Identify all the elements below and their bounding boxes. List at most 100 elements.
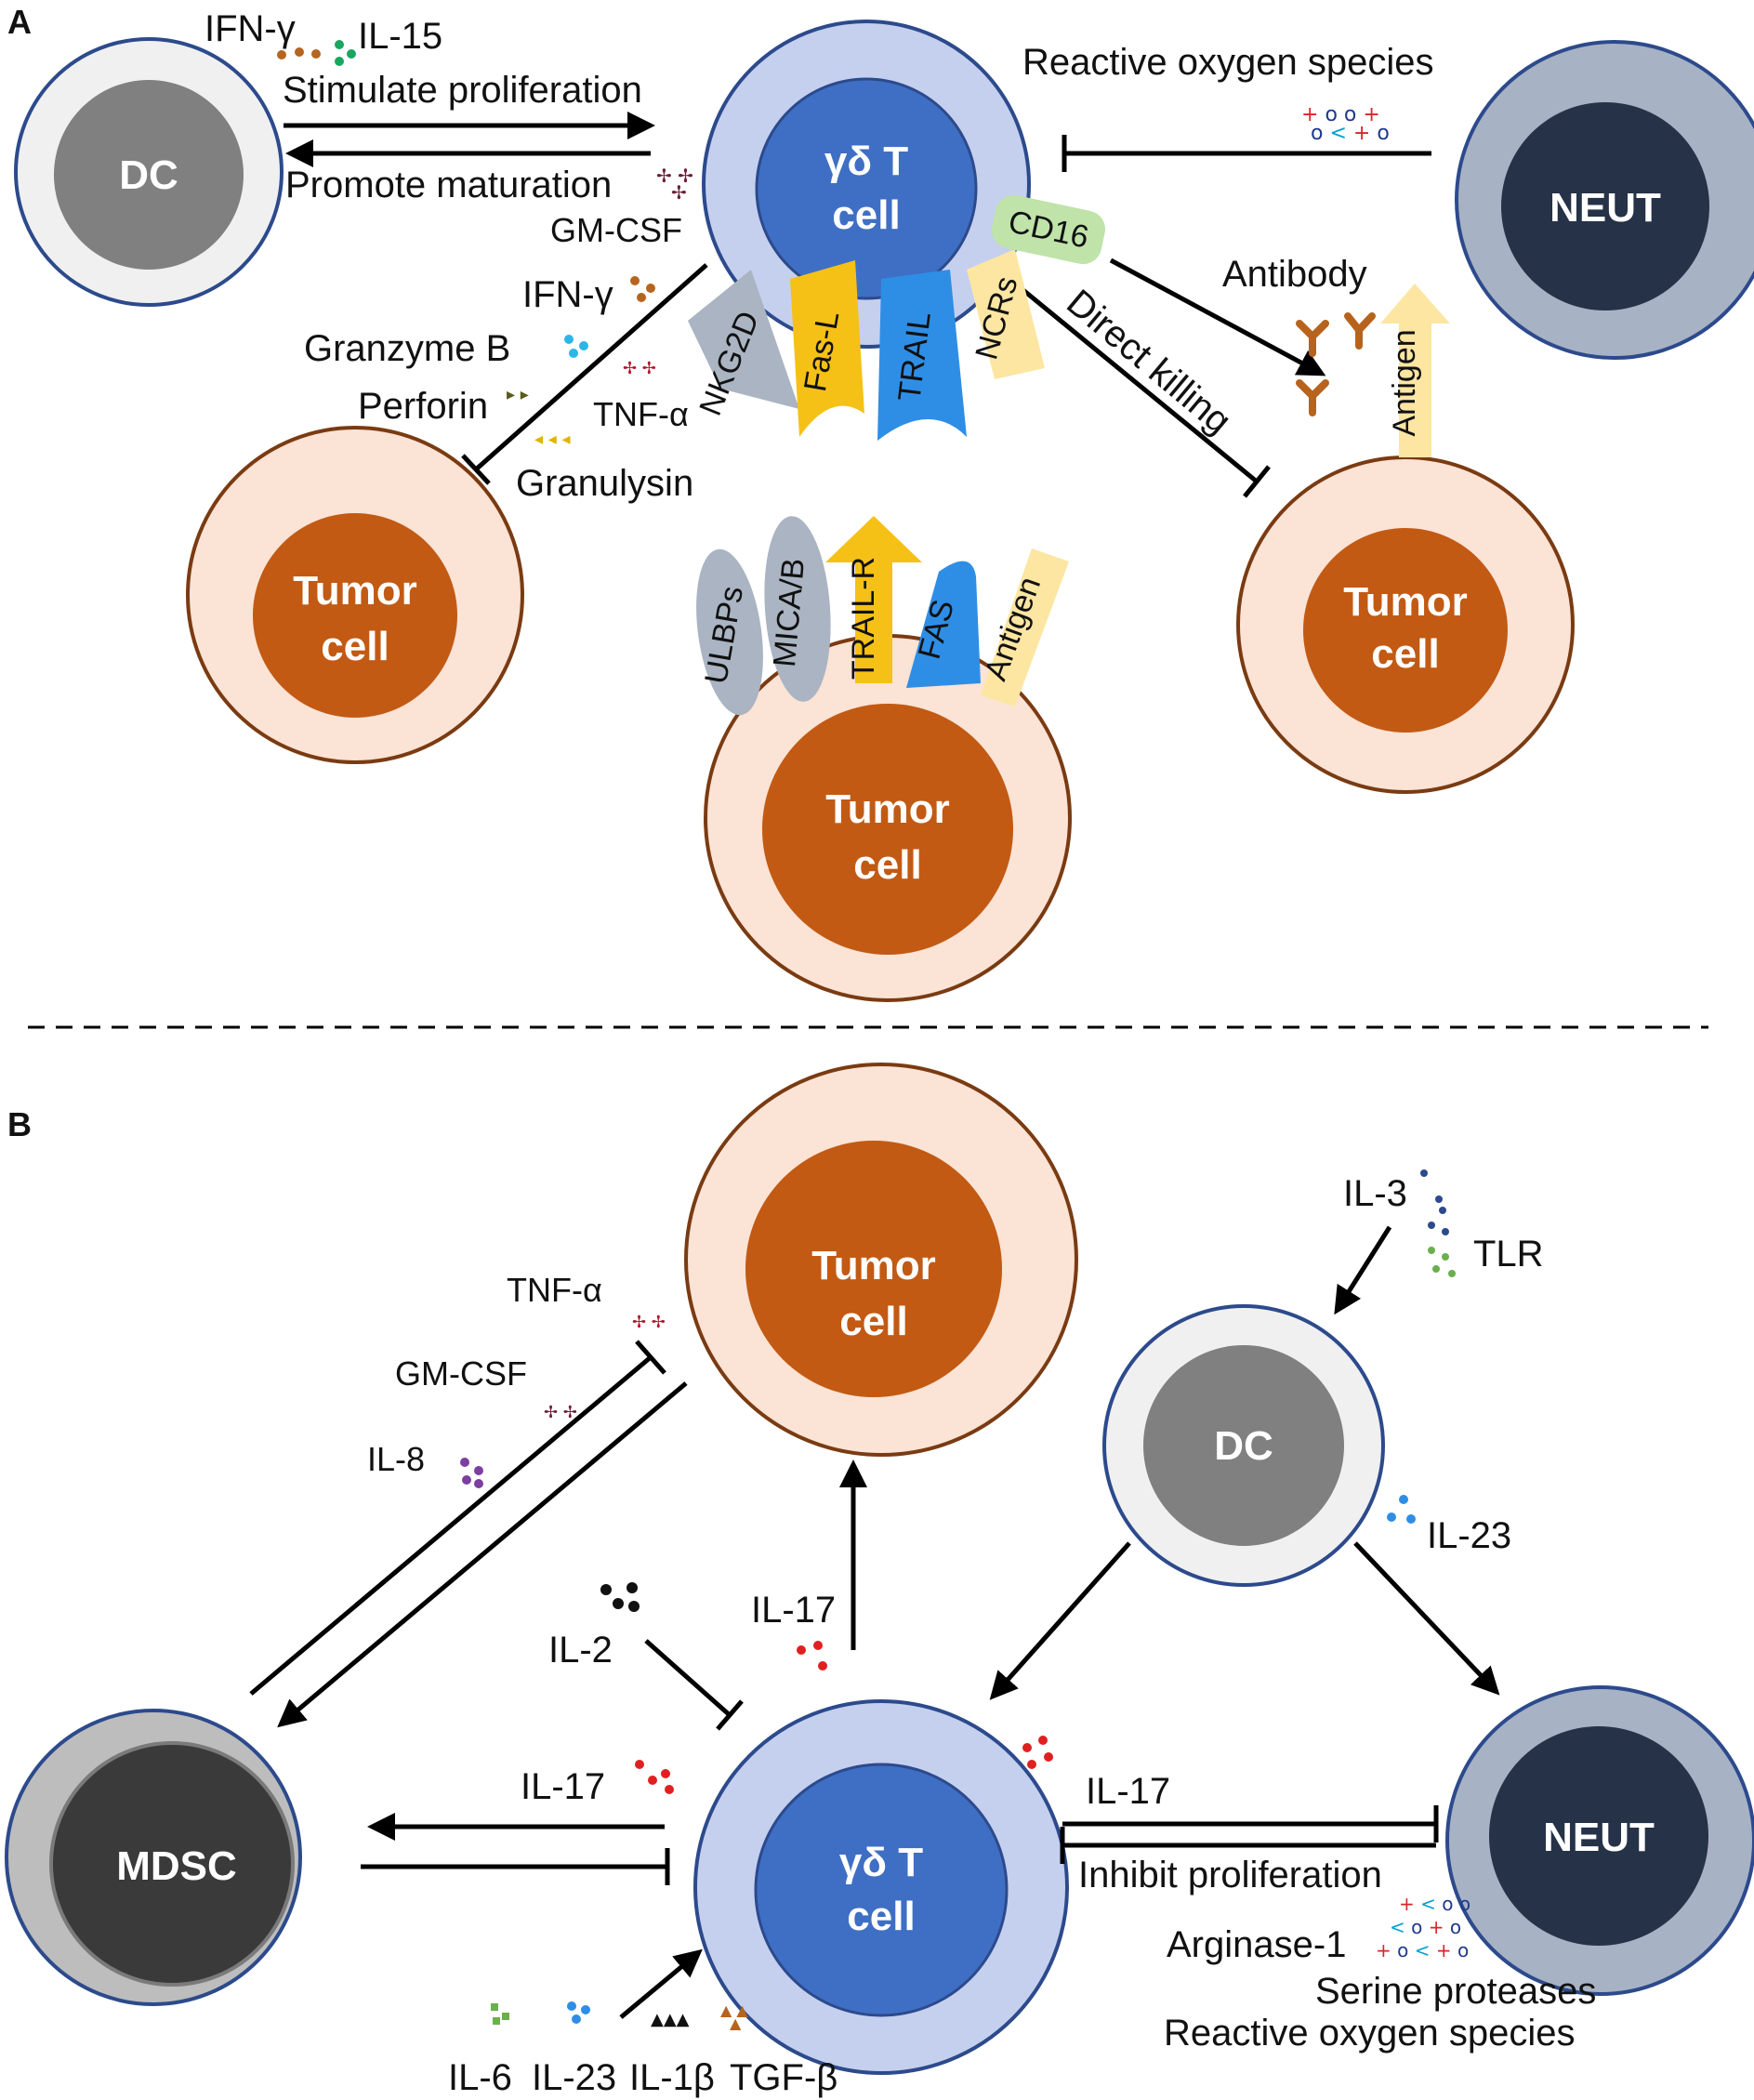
il17-up-label: IL-17 xyxy=(751,1590,836,1631)
tumor-mdsc-dots: ✢ ✢ ✢ ✢ xyxy=(460,1313,666,1488)
neut-cell-b: NEUT xyxy=(1445,1685,1754,1996)
il2-label: IL-2 xyxy=(548,1630,613,1671)
tlr-dc-arrow xyxy=(1334,1225,1392,1315)
tumor-cell-right-a: Tumor cell xyxy=(1236,456,1575,794)
direct-killing-bar xyxy=(1243,465,1271,498)
svg-text:✢ ✢: ✢ ✢ xyxy=(544,1403,577,1422)
tnf-label-a: TNF-α xyxy=(593,395,689,433)
cytotoxic-inhibit-bar xyxy=(461,454,491,485)
granzyme-label: Granzyme B xyxy=(304,328,510,369)
dc-label-b: DC xyxy=(1214,1423,1273,1469)
il17-up-dots xyxy=(797,1641,827,1671)
tumor-b-line2: cell xyxy=(839,1299,907,1344)
dc-gd-arrow xyxy=(989,1541,1131,1700)
direct-killing-label: Direct killing xyxy=(1059,282,1238,442)
il23-dc-label: IL-23 xyxy=(1427,1515,1511,1556)
tnf-label-b: TNF-α xyxy=(507,1271,602,1309)
svg-text:▲: ▲ xyxy=(730,2014,742,2032)
svg-text:+ o o +: + o o + xyxy=(1301,103,1380,126)
svg-text:< o + o: < o + o xyxy=(1390,1916,1461,1938)
svg-text:o < + o: o < + o xyxy=(1311,122,1390,145)
svg-text:+ o < + o: + o < + o xyxy=(1376,1939,1469,1961)
svg-text:▲▲▲: ▲▲▲ xyxy=(651,2010,690,2029)
tlr-label: TLR xyxy=(1473,1234,1544,1275)
mdsc-label: MDSC xyxy=(116,1843,237,1889)
svg-text:▲ ▲: ▲ ▲ xyxy=(720,2001,748,2019)
il2-inhibit-bar xyxy=(716,1699,744,1731)
inhibit-proliferation-label: Inhibit proliferation xyxy=(1078,1855,1382,1895)
ifn-gamma-top-label: IFN-γ xyxy=(204,8,296,49)
perforin-label: Perforin xyxy=(358,386,488,427)
cd16-antibody-arrow xyxy=(1109,258,1326,376)
direct-killing-line xyxy=(1002,272,1259,483)
serine-label: Serine proteases xyxy=(1315,1971,1596,2012)
cd16-receptor: CD16 xyxy=(992,194,1105,265)
il1b-label: IL-1β xyxy=(629,2057,715,2098)
tumor-mdsc-arrow xyxy=(277,1381,688,1728)
il8-label: IL-8 xyxy=(367,1440,425,1478)
neut-cell-a: NEUT xyxy=(1455,40,1754,360)
tgfb-label: TGF-β xyxy=(730,2057,837,2098)
il2-inhibit-line xyxy=(644,1639,732,1717)
ros-label-b: Reactive oxygen species xyxy=(1164,2013,1575,2054)
tumor-right-line1: Tumor xyxy=(1343,579,1468,625)
il17-right-dots xyxy=(1022,1736,1053,1769)
ros-symbols-a: + o o + o < + o xyxy=(1301,103,1390,145)
il23-dc-dots xyxy=(1387,1495,1416,1524)
neut-label-a: NEUT xyxy=(1550,185,1661,231)
tumor-center-line1: Tumor xyxy=(825,786,950,832)
cytotoxic-inhibit-line xyxy=(474,263,708,471)
tumor-b-line1: Tumor xyxy=(811,1243,936,1288)
gd-t-label-a-line1: γδ T xyxy=(824,139,908,184)
tumor-receptors: ULBPs MICA/B TRAIL-R FAS Antigen xyxy=(696,516,1069,716)
mdsc-tumor-inhibit-bar xyxy=(635,1340,666,1375)
svg-text:+ < o o: + < o o xyxy=(1399,1893,1470,1915)
granulysin-label: Granulysin xyxy=(516,463,693,504)
antibody-label: Antibody xyxy=(1222,254,1367,295)
cytokine-dots-top: ✢ ✢ ✢ xyxy=(277,40,693,204)
stimulate-label: Stimulate proliferation xyxy=(283,70,642,111)
il3-tlr-dots xyxy=(1420,1169,1456,1277)
tumor-cell-b: Tumor cell xyxy=(684,1063,1078,1457)
svg-text:✢ ✢: ✢ ✢ xyxy=(623,359,656,378)
gd-t-label-b-line2: cell xyxy=(847,1894,915,1939)
svg-text:▸ ▸: ▸ ▸ xyxy=(507,385,529,404)
gd-t-cell-b: γδ T cell xyxy=(693,1699,1069,2075)
dc-cell-a: DC xyxy=(14,37,284,307)
gd-t-label-a-line2: cell xyxy=(832,192,900,238)
il6-label: IL-6 xyxy=(448,2057,512,2098)
panel-label-a: A xyxy=(7,3,32,41)
il23-bottom-label: IL-23 xyxy=(532,2057,616,2098)
neut-label-b: NEUT xyxy=(1543,1815,1655,1860)
il2-dots xyxy=(600,1582,640,1612)
tumor-center-line2: cell xyxy=(853,842,921,888)
promote-label: Promote maturation xyxy=(285,165,612,205)
dc-neut-arrow xyxy=(1353,1541,1500,1696)
svg-text:✢ ✢: ✢ ✢ xyxy=(656,165,693,187)
mdsc-cell: MDSC xyxy=(5,1709,302,2006)
receptor-trailr: TRAIL-R xyxy=(846,557,881,680)
il15-label: IL-15 xyxy=(358,16,442,57)
tumor-cell-left-a: Tumor cell xyxy=(186,426,524,764)
dc-cell-b: DC xyxy=(1102,1304,1385,1587)
svg-text:◂ ◂ ◂: ◂ ◂ ◂ xyxy=(534,429,571,449)
tumor-right-line2: cell xyxy=(1371,631,1439,677)
cytokine-dots-left: ▸ ▸ ✢ ✢ ◂ ◂ ◂ xyxy=(507,276,656,449)
svg-text:✢ ✢: ✢ ✢ xyxy=(632,1313,666,1332)
dc-label-a: DC xyxy=(119,152,178,198)
ros-label-a: Reactive oxygen species xyxy=(1022,42,1433,83)
svg-text:✢: ✢ xyxy=(671,181,687,204)
arginase-label: Arginase-1 xyxy=(1167,1924,1346,1965)
cytokines-gd-arrow xyxy=(619,1948,703,2019)
il17-left-label: IL-17 xyxy=(521,1766,605,1807)
il3-label: IL-3 xyxy=(1343,1173,1407,1214)
panel-label-b: B xyxy=(7,1105,32,1143)
tumor-cell-center-a: Tumor cell xyxy=(704,634,1072,1002)
tumor-left-line2: cell xyxy=(321,624,389,669)
ros-symbols-b: + < o o < o + o + o < + o xyxy=(1376,1893,1470,1961)
bottom-cytokine-dots: ▲▲▲ ▲ ▲ ▲ xyxy=(491,2001,748,2032)
il17-right-label: IL-17 xyxy=(1086,1771,1170,1812)
gmcsf-label-b: GM-CSF xyxy=(395,1354,527,1393)
mdsc-tumor-inhibit-line xyxy=(249,1355,653,1696)
antibody-icons xyxy=(1296,312,1376,416)
